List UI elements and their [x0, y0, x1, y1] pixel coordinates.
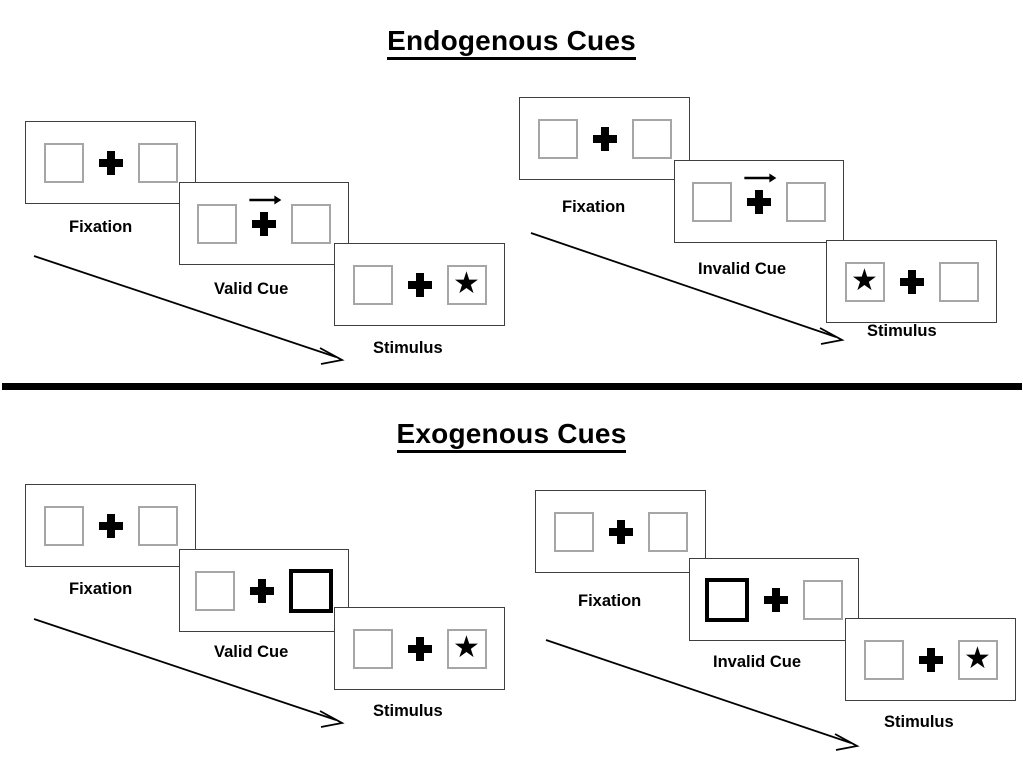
box-left-cued: [705, 577, 749, 622]
frame-exogenous-invalid-fixation: [535, 490, 706, 573]
section-title-exogenous: Exogenous Cues: [0, 418, 1023, 453]
fixation-cross-icon: [899, 269, 925, 295]
fixation-cross-icon: [98, 513, 124, 539]
box-right: [647, 511, 688, 552]
fixation-cross-icon: [249, 578, 275, 604]
box-right: [938, 261, 979, 302]
box-left: [352, 264, 393, 305]
box-right: [786, 181, 826, 222]
frame-exogenous-valid-cue: [179, 549, 349, 632]
box-left: [692, 181, 732, 222]
fixation-cross-icon: [592, 126, 618, 152]
sequence-flow-arrow-exogenous-valid: [33, 618, 345, 728]
frame-endogenous-invalid-fixation: [519, 97, 690, 180]
frame-endogenous-valid-stimulus: ★: [334, 243, 505, 326]
frame-endogenous-invalid-cue: [674, 160, 844, 243]
box-right: [291, 203, 331, 244]
fixation-cross-icon: [98, 150, 124, 176]
frame-endogenous-valid-cue: [179, 182, 349, 265]
fixation-cross-icon: [918, 647, 944, 673]
star-target-icon: ★: [453, 630, 480, 664]
box-left: [43, 142, 84, 183]
box-right: [803, 579, 843, 620]
caption-endogenous-valid-stimulus: Stimulus: [373, 339, 443, 357]
box-left: [195, 570, 235, 611]
box-left: [553, 511, 594, 552]
box-right-target: ★: [957, 639, 998, 680]
box-right: [137, 142, 178, 183]
fixation-cross-icon: [249, 195, 282, 237]
frame-exogenous-valid-fixation: [25, 484, 196, 567]
caption-endogenous-invalid-stimulus: Stimulus: [867, 322, 937, 340]
section-divider: [2, 383, 1022, 390]
box-right-cued: [289, 568, 333, 613]
caption-exogenous-valid-cue: Valid Cue: [214, 643, 289, 661]
caption-exogenous-invalid-fixation: Fixation: [578, 592, 642, 610]
frame-exogenous-invalid-stimulus: ★: [845, 618, 1016, 701]
sequence-flow-arrow-exogenous-invalid: [545, 639, 860, 751]
star-target-icon: ★: [964, 641, 991, 675]
section-title-endogenous: Endogenous Cues: [0, 25, 1023, 60]
box-right: [137, 505, 178, 546]
fixation-cross-icon: [744, 173, 777, 215]
caption-exogenous-valid-stimulus: Stimulus: [373, 702, 443, 720]
fixation-cross-icon: [407, 636, 433, 662]
box-right-target: ★: [446, 264, 487, 305]
frame-exogenous-invalid-cue: [689, 558, 859, 641]
arrow-right-cue-icon: [249, 195, 282, 204]
box-right: [631, 118, 672, 159]
caption-endogenous-valid-fixation: Fixation: [69, 218, 133, 236]
star-target-icon: ★: [453, 266, 480, 300]
frame-endogenous-valid-fixation: [25, 121, 196, 204]
caption-exogenous-invalid-stimulus: Stimulus: [884, 713, 954, 731]
caption-endogenous-valid-cue: Valid Cue: [214, 280, 289, 298]
frame-exogenous-valid-stimulus: ★: [334, 607, 505, 690]
section-title-endogenous-text: Endogenous Cues: [387, 25, 636, 60]
sequence-flow-arrow-endogenous-valid: [33, 255, 345, 365]
sequence-flow-arrow-endogenous-invalid: [530, 232, 845, 345]
arrow-right-cue-icon: [744, 173, 777, 182]
fixation-cross-icon: [763, 587, 789, 613]
caption-endogenous-invalid-cue: Invalid Cue: [698, 260, 787, 278]
box-right-target: ★: [446, 628, 487, 669]
frame-endogenous-invalid-stimulus: ★: [826, 240, 997, 323]
box-left: [537, 118, 578, 159]
star-target-icon: ★: [851, 263, 878, 297]
box-left-target: ★: [844, 261, 885, 302]
caption-exogenous-valid-fixation: Fixation: [69, 580, 133, 598]
box-left: [863, 639, 904, 680]
fixation-cross-icon: [407, 272, 433, 298]
section-title-exogenous-text: Exogenous Cues: [396, 418, 627, 453]
box-left: [352, 628, 393, 669]
box-left: [197, 203, 237, 244]
caption-endogenous-invalid-fixation: Fixation: [562, 198, 626, 216]
fixation-cross-icon: [608, 519, 634, 545]
box-left: [43, 505, 84, 546]
caption-exogenous-invalid-cue: Invalid Cue: [713, 653, 802, 671]
